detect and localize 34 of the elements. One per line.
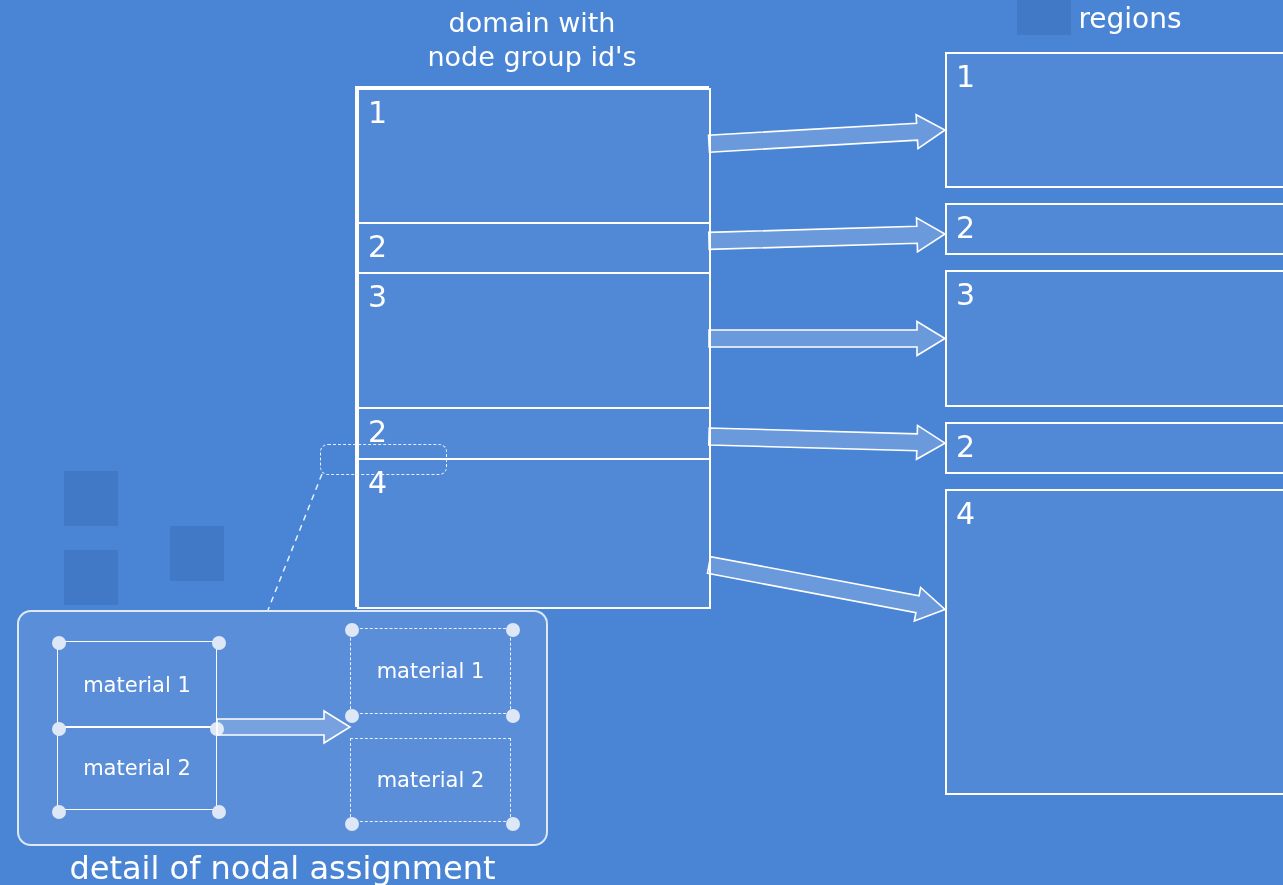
heading: regions [1078,2,1182,36]
group-strip [357,88,711,224]
leader-line [267,473,323,611]
region-id: 2 [956,431,976,463]
material-label: material 1 [83,671,191,698]
block-arrow [707,113,947,154]
group-id: 3 [368,281,388,313]
block-arrow [708,216,947,254]
material-label: material 2 [376,767,485,793]
region-box [945,489,1283,795]
region-id: 2 [956,212,976,244]
block-arrow [708,423,947,461]
group-id: 2 [368,416,388,448]
group-id: 2 [368,231,388,263]
region-box [945,52,1283,188]
group-id: 1 [368,97,388,129]
region-id: 1 [956,61,976,93]
block-arrow [706,555,947,623]
group-strip [357,458,711,609]
region-box [945,422,1283,474]
group-id: 4 [368,467,388,499]
block-arrow [216,709,352,745]
region-box [945,203,1283,255]
material-label: material 2 [83,755,191,781]
heading: domain with node group id's [427,6,637,74]
group-strip [357,222,711,274]
group-strip [357,272,711,409]
region-id: 3 [956,279,976,311]
group-strip [357,407,711,460]
block-arrow [708,320,947,357]
material-label: material 1 [376,658,485,684]
region-id: 4 [956,498,976,530]
region-box [945,270,1283,407]
panel-label: detail of nodal assignment [69,848,496,885]
